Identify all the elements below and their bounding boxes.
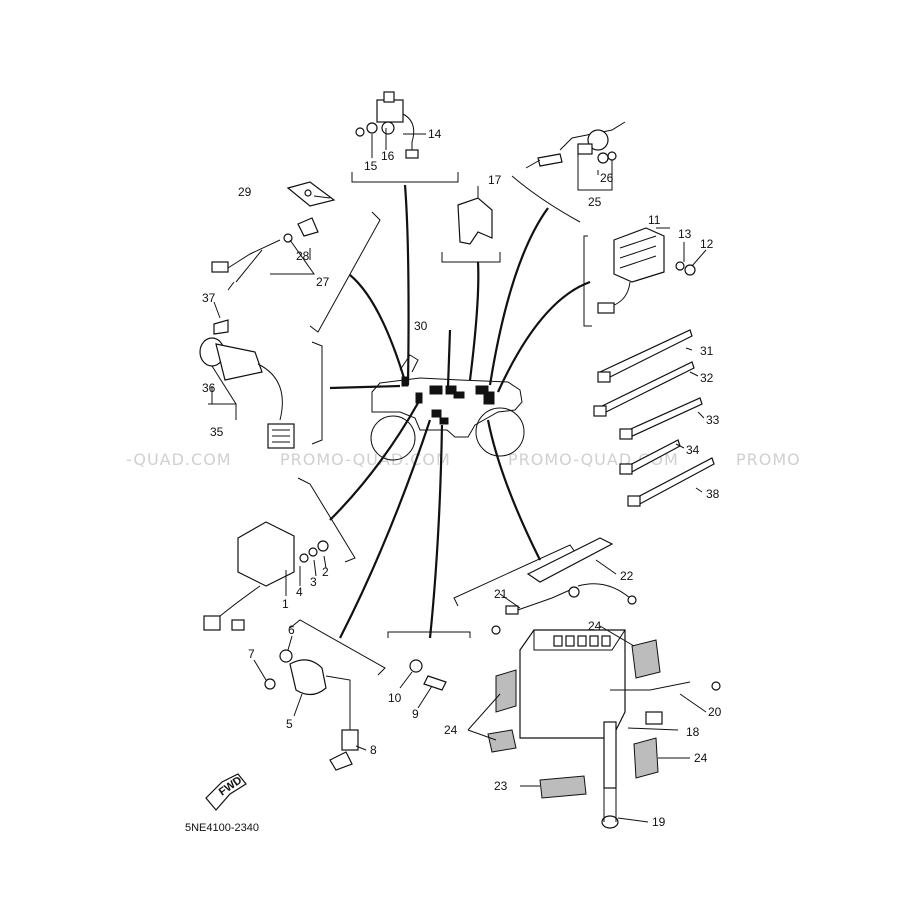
switch-lead <box>211 217 319 291</box>
callout-13: 13 <box>678 227 692 241</box>
callout-30: 30 <box>414 319 428 333</box>
callout-10: 10 <box>388 691 402 705</box>
callout-6: 6 <box>288 623 295 637</box>
callout-14: 14 <box>428 127 442 141</box>
rectifier-regulator <box>597 227 696 314</box>
watermark-text: PROMO-QUAD.COM <box>280 450 451 469</box>
callout-1: 1 <box>282 597 289 611</box>
callout-31: 31 <box>700 344 714 358</box>
callout-24: 24 <box>444 723 458 737</box>
callout-16: 16 <box>381 149 395 163</box>
callout-26: 26 <box>600 171 614 185</box>
cable-ties <box>593 329 715 507</box>
callout-32: 32 <box>700 371 714 385</box>
callout-11: 11 <box>648 213 661 227</box>
fuse-lead <box>491 583 637 635</box>
callout-12: 12 <box>700 237 714 251</box>
callout-27: 27 <box>316 275 330 289</box>
connector-wires <box>329 184 591 639</box>
callout-17: 17 <box>488 173 502 187</box>
callout-9: 9 <box>412 707 419 721</box>
watermark-text: -QUAD.COM <box>126 450 232 469</box>
fwd-arrow-icon: FWD <box>205 773 247 811</box>
group-brackets <box>289 172 592 676</box>
callout-18: 18 <box>686 725 700 739</box>
main-switch <box>199 337 295 449</box>
callout-34: 34 <box>686 443 700 457</box>
callout-4: 4 <box>296 585 303 599</box>
ignition-coil-assembly <box>525 121 626 169</box>
clip-part <box>213 319 229 335</box>
cdi-unit <box>203 521 329 631</box>
callout-33: 33 <box>706 413 720 427</box>
starter-relay <box>355 91 419 159</box>
callout-15: 15 <box>364 159 378 173</box>
coil-lead <box>264 649 359 771</box>
callout-24: 24 <box>588 619 602 633</box>
watermark-text: PROMO <box>736 450 801 469</box>
callout-25: 25 <box>588 195 602 209</box>
cover-part <box>457 197 493 245</box>
callout-22: 22 <box>620 569 634 583</box>
sensor-part <box>409 659 447 691</box>
callout-5: 5 <box>286 717 293 731</box>
callout-8: 8 <box>370 743 377 757</box>
callout-numbers: 14 16 15 17 26 25 11 13 12 29 28 27 37 3… <box>202 127 722 829</box>
leader-lines <box>208 128 707 823</box>
callout-37: 37 <box>202 291 216 305</box>
callout-2: 2 <box>322 565 329 579</box>
callout-21: 21 <box>494 587 508 601</box>
atv-outline <box>370 354 525 461</box>
callout-35: 35 <box>210 425 224 439</box>
battery <box>487 629 721 829</box>
callout-3: 3 <box>310 575 317 589</box>
callout-23: 23 <box>494 779 508 793</box>
callout-19: 19 <box>652 815 666 829</box>
callout-29: 29 <box>238 185 252 199</box>
callout-20: 20 <box>708 705 722 719</box>
plate-part <box>286 181 336 207</box>
callout-38: 38 <box>706 487 720 501</box>
part-code: 5NE4100-2340 <box>185 822 259 834</box>
callout-24: 24 <box>694 751 708 765</box>
callout-7: 7 <box>248 647 255 661</box>
callout-36: 36 <box>202 381 216 395</box>
callout-28: 28 <box>296 249 310 263</box>
battery-band <box>526 537 614 583</box>
